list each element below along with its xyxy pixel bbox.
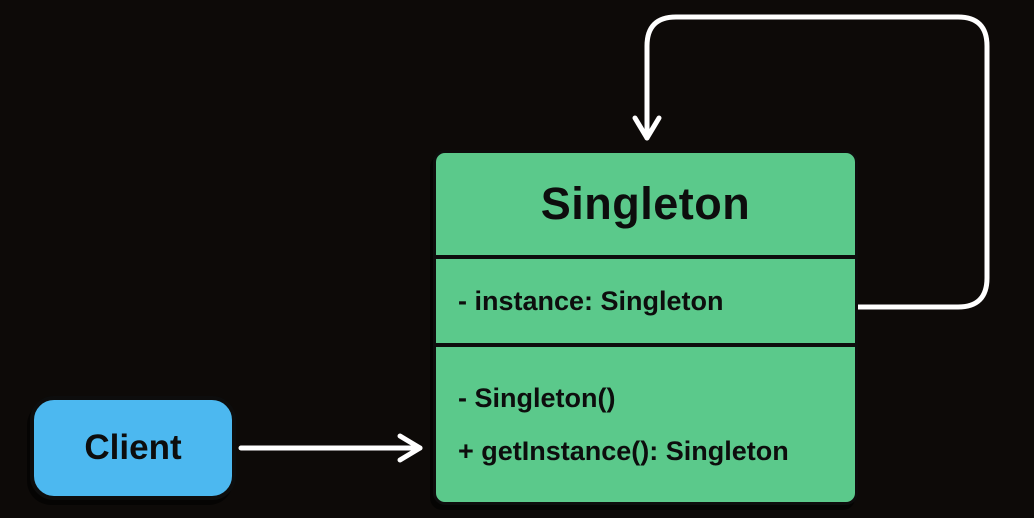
method-line: - Singleton(): [458, 382, 616, 413]
attribute-line: - instance: Singleton: [458, 285, 724, 316]
singleton-class-box[interactable]: Singleton - instance: Singleton - Single…: [433, 150, 858, 505]
attributes-compartment: - instance: Singleton: [436, 255, 855, 347]
client-label: Client: [84, 428, 182, 467]
class-name: Singleton: [540, 178, 751, 229]
class-name-compartment: Singleton: [436, 153, 855, 255]
client-class-box[interactable]: Client: [30, 396, 236, 500]
method-line: + getInstance(): Singleton: [458, 435, 789, 466]
methods-compartment: - Singleton() + getInstance(): Singleton: [436, 347, 855, 502]
